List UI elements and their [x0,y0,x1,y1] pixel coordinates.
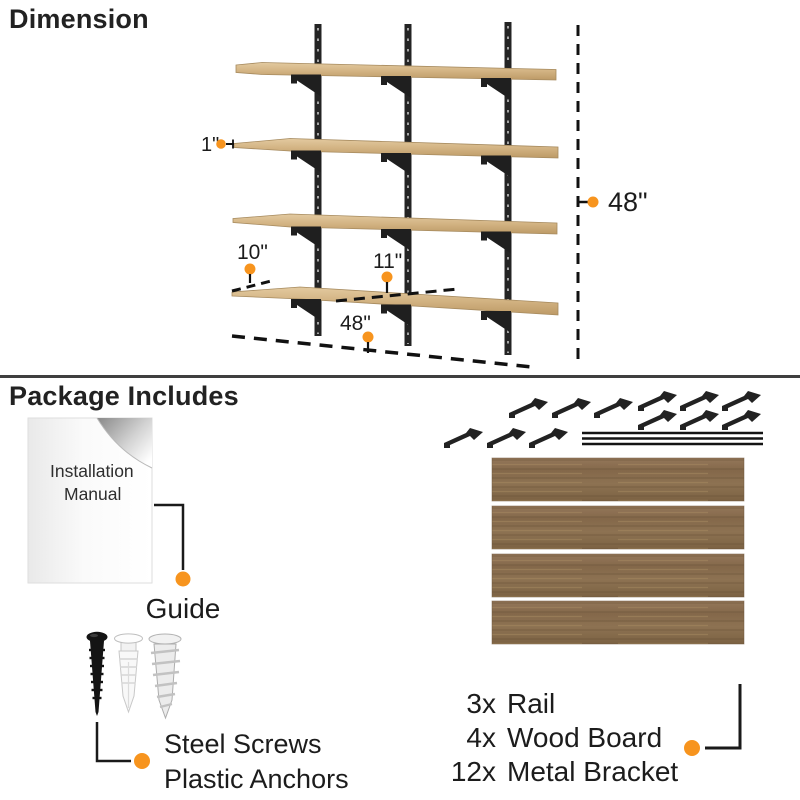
package-section-title: Package Includes [9,381,239,411]
item-quantity: 4x [466,722,496,753]
dimension-dot [362,331,374,343]
callout-dot [175,571,191,587]
package-contents-graphic: Installation Manual Guide [27,377,763,794]
left-depth-label: 10" [237,241,268,264]
wood-board-icon [491,505,745,550]
shelf-dimension-diagram: 48" 1" 10" 11" 48" [201,22,648,369]
metal-bracket-icon [722,410,761,430]
hardware-label-1: Steel Screws [164,729,322,759]
page-fold [97,418,152,468]
height-dimension: 48" [576,25,648,365]
wood-board-icon [491,553,745,598]
shelf-bracket-icon [291,299,321,321]
width-label: 48" [340,312,371,335]
metal-bracket-icon [529,428,568,448]
manual-text-line1: Installation [50,461,134,481]
metal-bracket-icon [722,391,761,411]
manual-text-line2: Manual [64,484,121,504]
shelf-bracket-icon [291,75,321,97]
mid-depth-label: 11" [373,250,402,273]
wood-board-icon [491,457,745,502]
rail-icons [582,431,763,446]
metal-bracket-icon [552,398,591,418]
shelf-board-1 [235,62,557,81]
plastic-anchor-icon [114,633,143,714]
metal-bracket-icon [509,398,548,418]
callout-dot [134,753,150,769]
shelf-board-4 [231,286,559,316]
thickness-dimension: 1" [201,134,234,156]
shelf-bracket-icon [481,232,511,254]
drywall-anchor-icon [148,633,182,720]
shelf-bracket-icon [481,311,511,333]
shelf-bracket-icon [381,153,411,175]
package-contents-list: 3x Rail 4x Wood Board 12x Metal Bracket [436,687,696,789]
height-label: 48" [608,187,648,217]
guide-label: Guide [146,593,221,624]
item-label: Metal Bracket [507,756,679,787]
mid-depth-dimension: 11" [335,250,459,303]
wall-rail-left [314,24,322,336]
shelf-bracket-icon [381,305,411,327]
dimension-dot [381,271,393,283]
list-item: 3x Rail [436,687,696,721]
item-quantity: 12x [450,756,496,787]
metal-bracket-icon [680,391,719,411]
metal-bracket-icon [638,391,677,411]
installation-manual: Installation Manual [27,417,153,584]
metal-bracket-icon [680,410,719,430]
dimension-section-title: Dimension [9,4,149,34]
width-dimension: 48" [231,312,533,369]
shelf-bracket-icon [381,76,411,98]
metal-bracket-icon [638,410,677,430]
shelf-board-3 [232,213,558,235]
metal-bracket-icon [444,428,483,448]
shelf-board-2 [233,138,559,159]
shelf-bracket-icon [291,227,321,249]
thickness-label: 1" [201,134,219,156]
dimension-dot [587,196,599,208]
wood-board-icon [491,600,745,645]
shelf-bracket-icon [291,151,321,173]
item-label: Wood Board [507,722,663,753]
section-divider [0,375,800,378]
metal-bracket-icon [594,398,633,418]
callout-dot [684,740,700,756]
list-item: 12x Metal Bracket [436,755,696,789]
guide-callout: Guide [146,503,221,624]
item-label: Rail [507,688,556,719]
wood-boards [491,457,745,645]
steel-screw-icon [86,631,108,716]
shelf-bracket-icon [481,78,511,100]
contents-callout [684,684,742,756]
shelf-bracket-icon [381,229,411,251]
shelf-bracket-icon [481,156,511,178]
dimension-dot [244,263,256,275]
dimension-dot [216,139,226,149]
item-quantity: 3x [466,688,496,719]
list-item: 4x Wood Board [436,721,696,755]
metal-bracket-icon [487,428,526,448]
hardware-label-2: Plastic Anchors [164,764,349,794]
left-depth-dimension: 10" [231,241,276,293]
hardware-callout: Steel Screws Plastic Anchors [95,722,349,794]
